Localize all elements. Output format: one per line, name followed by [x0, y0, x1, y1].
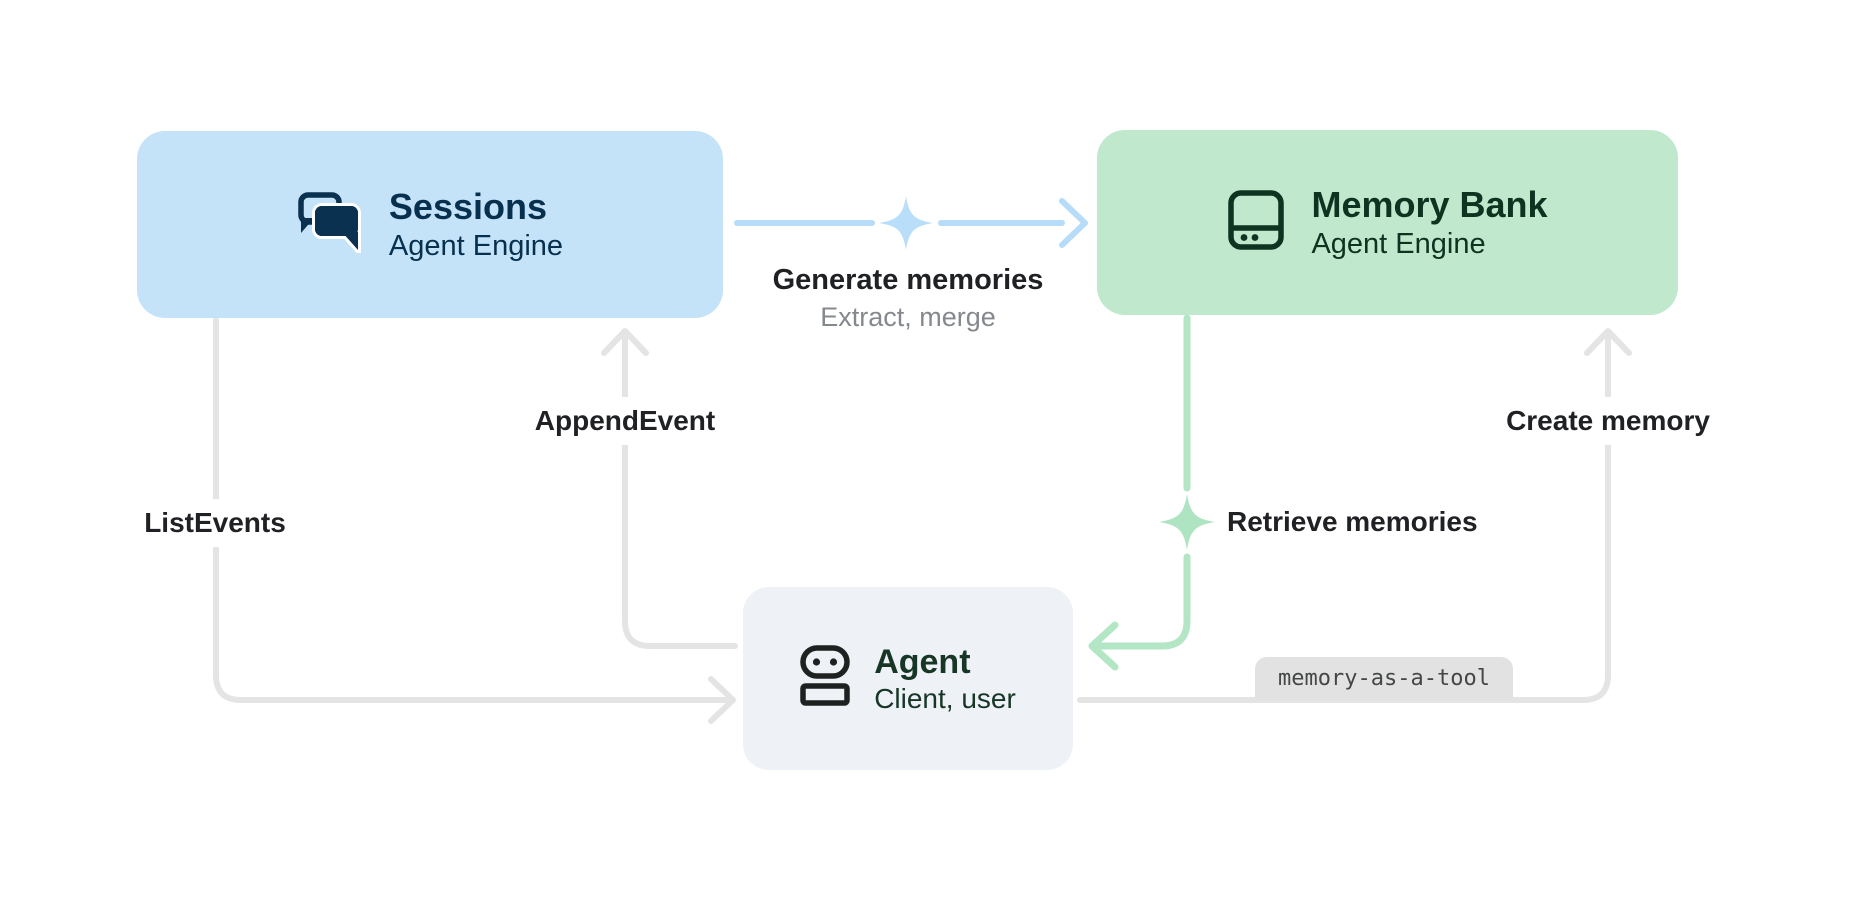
edge-label-list-events: ListEvents: [134, 499, 296, 547]
edge-label-create-memory: Create memory: [1496, 397, 1720, 445]
arrowhead-up-icon: [601, 328, 649, 356]
arrowhead-up-icon: [1584, 328, 1632, 356]
arrowhead-left-icon: [1088, 621, 1119, 671]
connector-list-events: [213, 317, 736, 724]
generate-memories-label: Generate memories: [772, 264, 1044, 296]
sparkle-icon: [879, 196, 933, 250]
node-memory-bank: Memory Bank Agent Engine: [1097, 130, 1678, 315]
agent-subtitle: Client, user: [874, 683, 1016, 715]
arrowhead-right-icon: [1059, 198, 1088, 248]
arrowhead-right-icon: [708, 676, 736, 724]
connector-append-event: [601, 328, 738, 649]
memory-bank-subtitle: Agent Engine: [1311, 227, 1486, 260]
node-sessions: Sessions Agent Engine: [137, 131, 723, 318]
memory-as-a-tool-badge: memory-as-a-tool: [1255, 657, 1513, 700]
edge-label-retrieve-memories: Retrieve memories: [1227, 506, 1478, 537]
connector-create-memory: [1077, 328, 1632, 703]
memory-bank-title: Memory Bank: [1311, 184, 1548, 226]
connector-generate-memories: [734, 198, 1088, 248]
edge-label-append-event: AppendEvent: [524, 397, 726, 445]
edge-label-generate-memories: Generate memories Extract, merge: [773, 264, 1044, 333]
robot-icon: [800, 645, 852, 712]
sessions-subtitle: Agent Engine: [388, 229, 564, 262]
forum-chat-icon: [297, 191, 363, 258]
sessions-title: Sessions: [388, 186, 548, 228]
memory-storage-icon: [1227, 189, 1285, 256]
sparkle-icon: [1159, 494, 1215, 550]
node-agent: Agent Client, user: [743, 587, 1073, 770]
generate-memories-sublabel: Extract, merge: [820, 302, 996, 332]
agent-title: Agent: [874, 642, 971, 681]
connector-retrieve-memories: [1088, 314, 1191, 671]
